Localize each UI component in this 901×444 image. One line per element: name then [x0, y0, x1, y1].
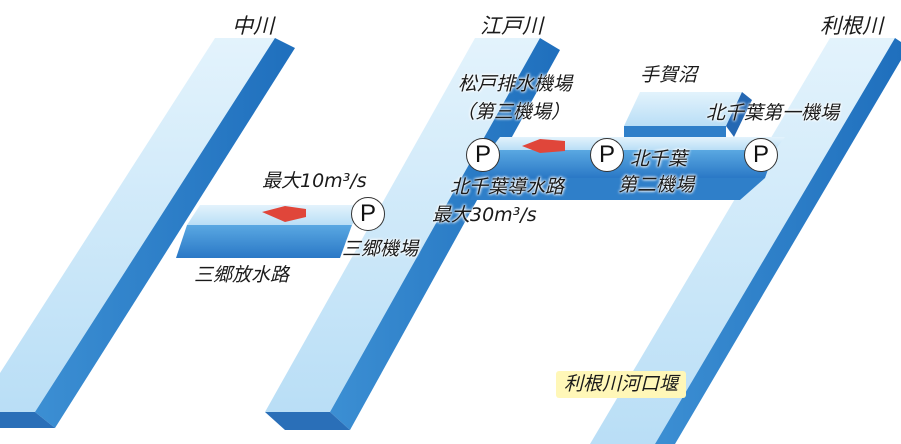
kitachiba-flow-label: 最大30m³/s: [432, 204, 537, 226]
matsudo-station-sublabel: （第三機場）: [456, 101, 571, 123]
tonegawa-label: 利根川: [820, 14, 883, 38]
tonegawa-river: [590, 38, 901, 444]
kitachiba1-station-label: 北千葉第一機場: [706, 102, 840, 124]
matsudo-station-label: 松戸排水機場: [458, 73, 573, 95]
teganuma-reservoir: [624, 92, 752, 137]
nakagawa-label: 中川: [232, 14, 274, 38]
misato-flow-arrow: [262, 206, 306, 222]
kitachiba-flow-arrow: [522, 139, 565, 153]
misato-pump-marker: P: [351, 197, 385, 231]
misato-station-label: 三郷機場: [342, 238, 419, 260]
misato-flow-label: 最大10m³/s: [262, 170, 367, 192]
nakagawa-river: [0, 38, 295, 428]
teganuma-label: 手賀沼: [640, 64, 698, 86]
misato-channel-label: 三郷放水路: [194, 264, 290, 286]
kitachiba-channel-label: 北千葉導水路: [450, 176, 565, 198]
kitachiba2-pump-marker: P: [590, 138, 624, 172]
kitachiba1-pump-marker: P: [744, 138, 778, 172]
matsudo-pump-marker: P: [466, 138, 500, 172]
kitachiba2-station-label: 北千葉: [630, 148, 688, 170]
edogawa-river: [265, 38, 560, 430]
edogawa-label: 江戸川: [480, 14, 543, 38]
kitachiba2-station-sublabel: 第二機場: [618, 174, 695, 196]
tone-estuary-weir-label: 利根川河口堰: [556, 371, 687, 398]
